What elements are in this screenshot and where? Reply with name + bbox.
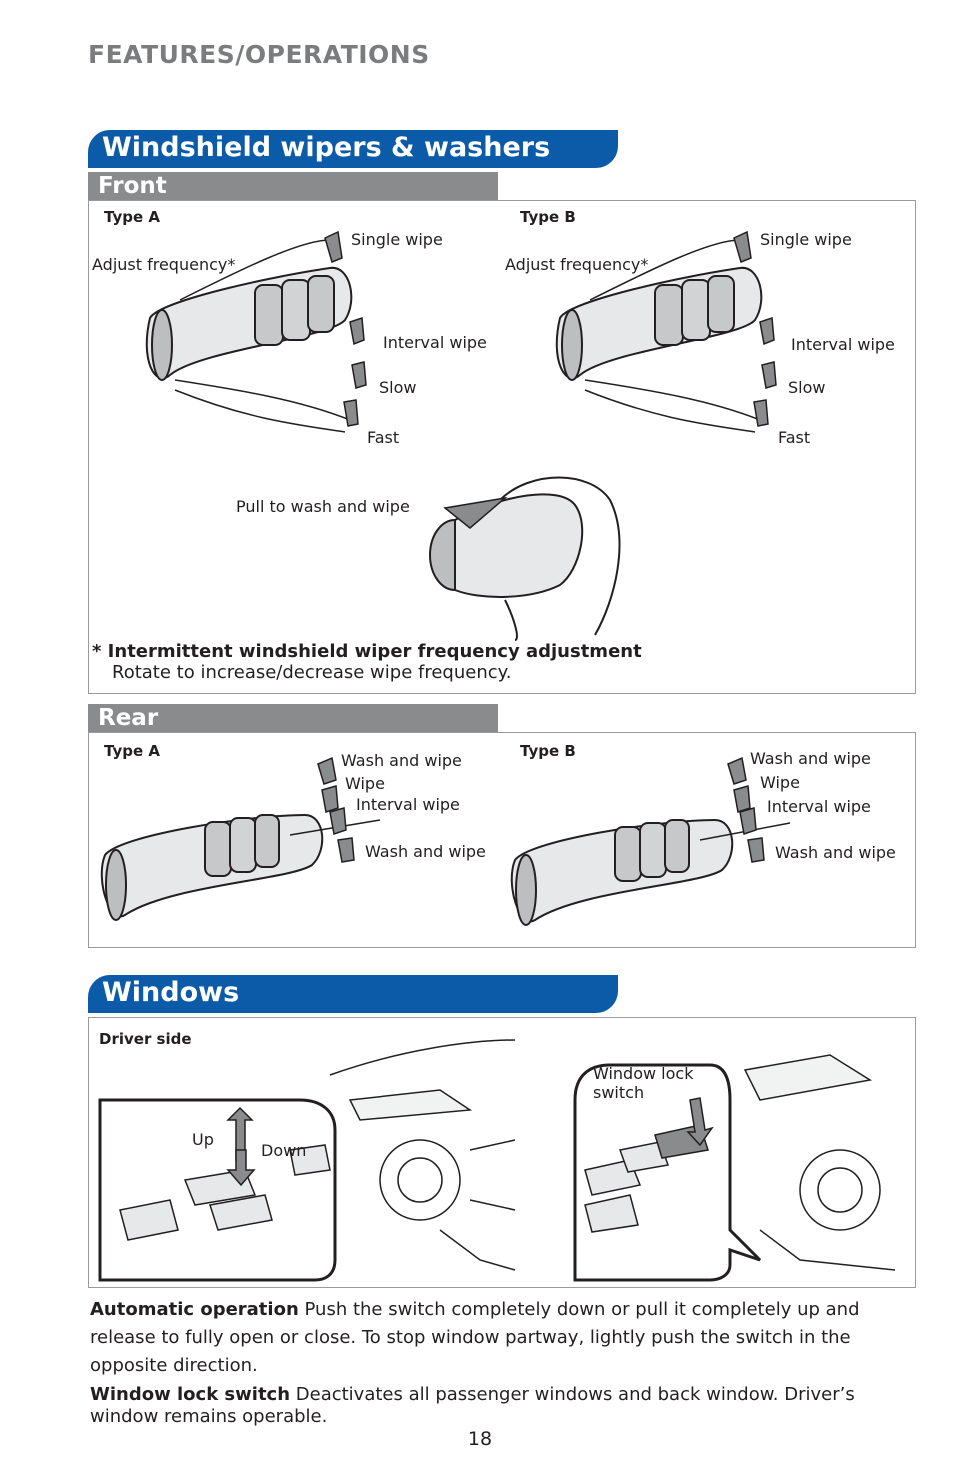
rear-type-b-label: Type B <box>520 742 576 760</box>
window-lock-switch-label: Window lock switch <box>593 1064 693 1102</box>
pull-to-wash-label: Pull to wash and wipe <box>236 497 410 516</box>
front-b-adjust-frequency: Adjust frequency* <box>505 255 649 274</box>
front-b-fast: Fast <box>778 428 811 447</box>
front-a-interval-wipe: Interval wipe <box>383 333 487 352</box>
intermittent-note: * Intermittent windshield wiper frequenc… <box>92 641 642 683</box>
window-lock-switch-line2: switch <box>593 1083 645 1102</box>
rear-a-wash-and-wipe-bottom: Wash and wipe <box>365 842 486 861</box>
rear-b-interval-wipe: Interval wipe <box>767 797 871 816</box>
window-down-label: Down <box>261 1141 307 1160</box>
wipers-banner: Windshield wipers & washers <box>88 130 618 168</box>
front-type-a-label: Type A <box>104 208 160 226</box>
front-b-interval-wipe: Interval wipe <box>791 335 895 354</box>
driver-side-label: Driver side <box>99 1030 192 1048</box>
wipers-title: Windshield wipers & washers <box>102 132 551 163</box>
rear-title: Rear <box>98 705 159 731</box>
rear-a-interval-wipe: Interval wipe <box>356 795 460 814</box>
windows-banner: Windows <box>88 975 618 1013</box>
front-a-slow: Slow <box>379 378 417 397</box>
rear-type-a-label: Type A <box>104 742 160 760</box>
rear-subbar: Rear <box>88 704 498 733</box>
automatic-operation-text: Push the switch completely down or pull … <box>90 1299 860 1376</box>
front-b-single-wipe: Single wipe <box>760 230 852 249</box>
windows-panel <box>88 1017 916 1288</box>
rear-panel <box>88 732 916 948</box>
front-subbar: Front <box>88 172 498 201</box>
intermittent-note-text: Rotate to increase/decrease wipe frequen… <box>112 662 512 683</box>
rear-b-wash-and-wipe-top: Wash and wipe <box>750 749 871 768</box>
window-up-label: Up <box>192 1130 214 1149</box>
automatic-operation-title: Automatic operation <box>90 1299 299 1320</box>
intermittent-note-title: * Intermittent windshield wiper frequenc… <box>92 641 642 662</box>
page-number: 18 <box>467 1428 493 1450</box>
rear-b-wash-and-wipe-bottom: Wash and wipe <box>775 843 896 862</box>
window-lock-title: Window lock switch <box>90 1384 291 1405</box>
window-lock-text: Deactivates all passenger windows and ba… <box>90 1384 855 1427</box>
window-lock-switch-line1: Window lock <box>593 1064 694 1083</box>
rear-a-wipe: Wipe <box>345 774 385 793</box>
rear-b-wipe: Wipe <box>760 773 800 792</box>
front-b-slow: Slow <box>788 378 826 397</box>
front-a-adjust-frequency: Adjust frequency* <box>92 255 236 274</box>
front-a-single-wipe: Single wipe <box>351 230 443 249</box>
front-panel <box>88 200 916 694</box>
rear-a-wash-and-wipe-top: Wash and wipe <box>341 751 462 770</box>
front-a-fast: Fast <box>367 428 400 447</box>
front-title: Front <box>98 173 167 199</box>
front-type-b-label: Type B <box>520 208 576 226</box>
window-lock-paragraph: Window lock switch Deactivates all passe… <box>90 1384 920 1428</box>
windows-title: Windows <box>102 977 240 1008</box>
automatic-operation-paragraph: Automatic operation Push the switch comp… <box>90 1296 890 1380</box>
page-heading: FEATURES/OPERATIONS <box>88 40 430 69</box>
